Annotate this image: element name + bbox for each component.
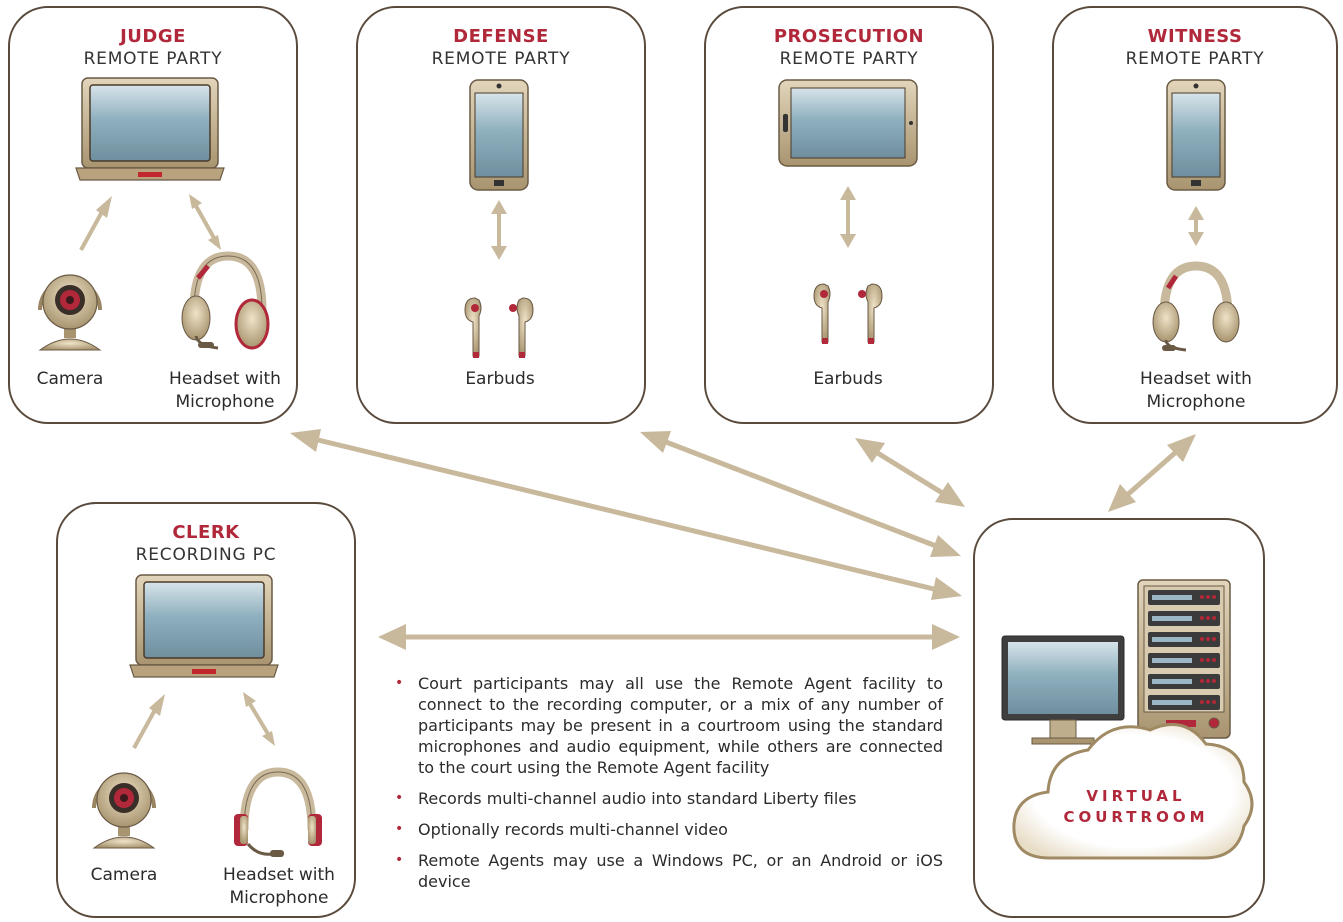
earbuds-icon [464, 297, 534, 358]
panel-title: DEFENSE [453, 26, 549, 47]
double-arrow-icon [1108, 434, 1196, 512]
list-item-text: Court participants may all use the Remot… [418, 674, 943, 777]
judge-panel: JUDGE REMOTE PARTY [8, 6, 298, 424]
double-arrow-icon [840, 186, 856, 248]
list-item-text: Records multi-channel audio into standar… [418, 789, 857, 808]
headset-label: Headset with Microphone [150, 368, 300, 414]
arrow-icon [132, 694, 165, 749]
bullet-dot: • [395, 675, 404, 691]
earbuds-label: Earbuds [813, 369, 883, 389]
list-item: • Remote Agents may use a Windows PC, or … [395, 850, 943, 892]
headset-icon [181, 251, 270, 350]
double-arrow-icon [290, 429, 962, 600]
laptop-icon [129, 574, 279, 678]
double-arrow-icon [640, 431, 961, 557]
headset-icon [1152, 261, 1240, 352]
clerk-panel: CLERK RECORDING PC [56, 502, 356, 918]
list-item: • Optionally records multi-channel video [395, 819, 943, 840]
earbuds-icon [813, 283, 883, 344]
panel-subtitle: REMOTE PARTY [779, 49, 919, 69]
double-arrow-icon [855, 438, 965, 507]
double-arrow-icon [491, 200, 507, 260]
earbuds-label: Earbuds [465, 369, 535, 389]
cloud-icon [1012, 722, 1254, 860]
double-arrow-icon [243, 692, 275, 746]
bullet-dot: • [395, 852, 404, 868]
double-arrow-icon [378, 624, 960, 650]
server-icon [1137, 579, 1231, 739]
panel-title: PROSECUTION [773, 26, 925, 47]
headset-label-line-1: Headset with [1140, 369, 1252, 389]
laptop-icon [75, 77, 225, 181]
arrow-icon [79, 196, 112, 251]
list-item-text: Optionally records multi-channel video [418, 820, 728, 839]
panel-title: WITNESS [1147, 26, 1243, 47]
camera-label: Camera [90, 865, 158, 885]
list-item-text: Remote Agents may use a Windows PC, or a… [418, 851, 943, 891]
list-item: • Court participants may all use the Remo… [395, 673, 943, 778]
virtual-courtroom-line-2: COURTROOM [1063, 808, 1209, 826]
feature-list: • Court participants may all use the Remo… [395, 673, 943, 902]
panel-subtitle: REMOTE PARTY [431, 49, 571, 69]
virtual-courtroom-label: VIRTUAL COURTROOM [1036, 786, 1236, 828]
bullet-dot: • [395, 790, 404, 806]
panel-subtitle: REMOTE PARTY [1125, 49, 1265, 69]
webcam-icon [38, 274, 102, 351]
headset-label-line-2: Microphone [1146, 392, 1246, 412]
bullet-dot: • [395, 821, 404, 837]
phone-icon [469, 79, 529, 191]
webcam-icon [92, 772, 156, 849]
headset-label-line-1: Headset with [169, 369, 281, 389]
headset-label-line-1: Headset with [223, 865, 335, 885]
panel-subtitle: RECORDING PC [135, 545, 277, 565]
headset-icon [234, 767, 322, 857]
panel-title: CLERK [172, 522, 240, 543]
headset-label: Headset with Microphone [204, 864, 354, 910]
headset-label-line-2: Microphone [175, 392, 275, 412]
camera-label: Camera [36, 369, 104, 389]
double-arrow-icon [1188, 206, 1204, 246]
panel-subtitle: REMOTE PARTY [83, 49, 223, 69]
double-arrow-icon [189, 194, 221, 250]
monitor-icon [1001, 635, 1125, 745]
panel-title: JUDGE [120, 26, 186, 47]
virtual-courtroom-line-1: VIRTUAL [1086, 787, 1186, 805]
tablet-icon [778, 79, 918, 167]
headset-label: Headset with Microphone [1120, 368, 1272, 414]
list-item: • Records multi-channel audio into standa… [395, 788, 943, 809]
headset-label-line-2: Microphone [229, 888, 329, 908]
phone-icon [1166, 79, 1226, 191]
